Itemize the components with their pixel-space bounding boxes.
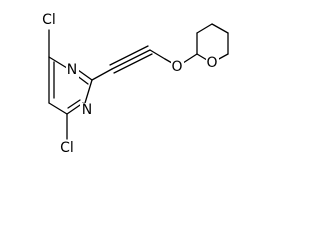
atom-n-lower: N xyxy=(80,102,93,118)
atom-n-upper-label: N xyxy=(67,62,77,78)
bond-triple-2 xyxy=(109,45,149,66)
atom-cl-bottom-label: Cl xyxy=(60,140,74,156)
bond-n1-c2 xyxy=(84,79,93,104)
atom-n-upper: N xyxy=(66,62,79,78)
molecule-structure-drawing: Cl N N Cl O O xyxy=(39,12,229,156)
bond-c5-c6 xyxy=(48,102,68,115)
bond-triple-3 xyxy=(113,53,153,74)
atom-o-ether: O xyxy=(171,59,184,75)
bond-lines xyxy=(48,23,229,140)
atom-o-ring: O xyxy=(206,55,219,71)
bond-c2-n3 xyxy=(77,69,93,81)
atom-cl-top: Cl xyxy=(39,12,59,28)
atom-o-ether-label: O xyxy=(171,59,182,75)
bond-ring-c-c-2 xyxy=(211,23,229,34)
atom-labels: Cl N N Cl O O xyxy=(39,12,219,156)
bond-alkyne-ch2 xyxy=(149,49,166,60)
atom-o-ring-label: O xyxy=(206,55,217,71)
bond-triple-1 xyxy=(111,49,151,70)
atom-n-lower-label: N xyxy=(82,102,92,118)
bond-c6-n1-inner xyxy=(67,99,81,109)
atom-cl-bottom: Cl xyxy=(57,140,77,156)
bond-o-acetal xyxy=(182,53,198,64)
bond-ch2-o xyxy=(164,58,173,64)
bond-ring-acetal-o xyxy=(196,53,208,61)
bond-c2-alkyne xyxy=(91,68,113,81)
bond-c4-n3 xyxy=(48,56,68,69)
atom-cl-top-label: Cl xyxy=(42,12,56,28)
bond-ring-c-c-3 xyxy=(196,23,213,34)
